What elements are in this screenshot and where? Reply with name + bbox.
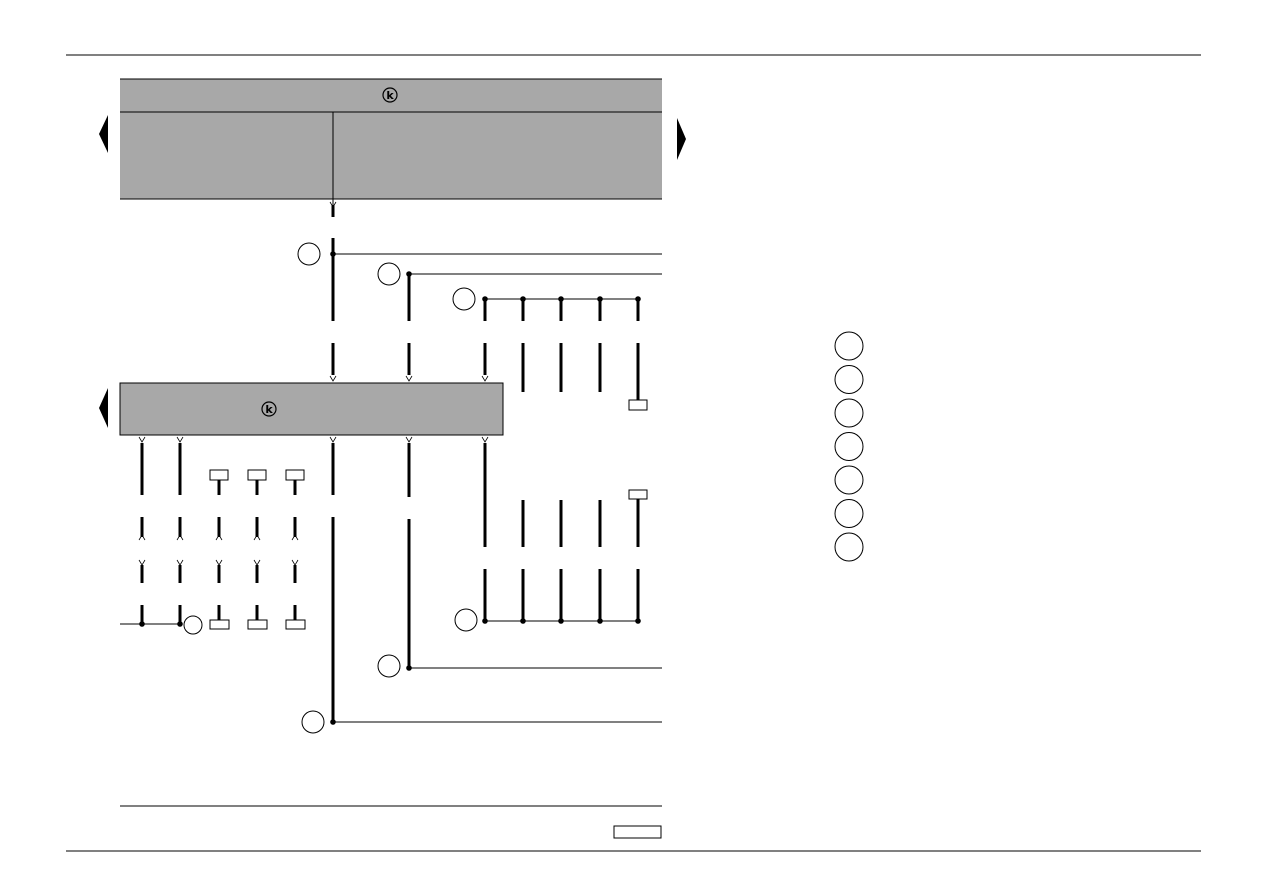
page-code-box xyxy=(613,825,662,839)
svg-text:k: k xyxy=(386,89,394,102)
next-page-arrow-icon[interactable] xyxy=(677,118,686,160)
connector-box xyxy=(247,619,268,630)
legend-circle xyxy=(834,532,864,562)
lower-block-k-symbol: k xyxy=(261,401,277,417)
upper-block-k-symbol: k xyxy=(382,87,398,103)
upper-control-unit: k xyxy=(120,78,662,200)
connector-box xyxy=(209,469,229,481)
connector-box xyxy=(628,399,648,411)
connector-box xyxy=(285,619,306,630)
legend-circle xyxy=(834,365,864,394)
legend-circle xyxy=(834,432,864,461)
ref-circle xyxy=(183,615,203,635)
ref-circle xyxy=(301,710,325,734)
svg-text:k: k xyxy=(265,403,273,416)
legend-circle xyxy=(834,331,864,361)
legend-circle xyxy=(834,499,864,528)
ref-circle xyxy=(297,242,321,266)
junction-dots xyxy=(139,251,641,725)
legend-circle xyxy=(834,465,864,495)
connector-box xyxy=(247,469,267,481)
ref-circle xyxy=(454,608,478,632)
connector-box xyxy=(628,489,648,500)
pin-arrows xyxy=(138,201,489,566)
legend-circle xyxy=(834,398,864,428)
wires xyxy=(120,199,662,807)
connector-box xyxy=(209,619,230,630)
prev-section-arrow-icon[interactable] xyxy=(99,388,108,428)
ref-circle xyxy=(377,262,401,286)
ref-circle xyxy=(377,654,401,678)
legend-circles xyxy=(834,331,864,562)
connector-box xyxy=(285,469,305,481)
lower-control-unit: k xyxy=(119,382,504,436)
connector-boxes xyxy=(209,399,662,839)
reference-circles xyxy=(183,242,478,734)
ref-circle xyxy=(452,287,476,311)
prev-page-arrow-icon[interactable] xyxy=(99,115,108,153)
